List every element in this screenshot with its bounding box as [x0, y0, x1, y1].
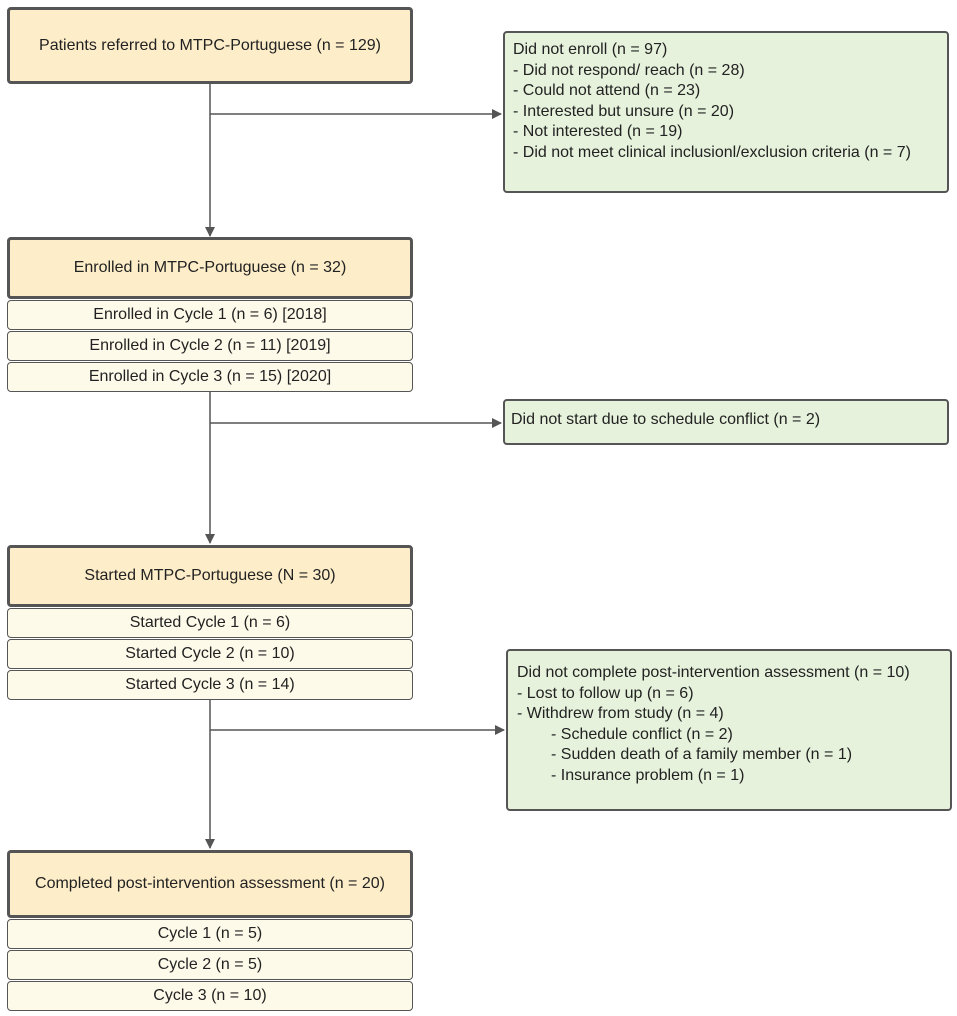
started-cycle-label: Started Cycle 3 (n = 14) [125, 676, 295, 693]
did-not-enroll-reason: - Did not respond/ reach (n = 28) [513, 61, 745, 79]
enrolled-cycle-box: Enrolled in Cycle 1 (n = 6) [2018] [7, 300, 413, 330]
enrolled-cycle-label: Enrolled in Cycle 1 (n = 6) [2018] [93, 306, 327, 323]
withdrew-reason: - Sudden death of a family member (n = 1… [551, 746, 853, 764]
enrolled-label: Enrolled in MTPC-Portuguese (n = 32) [73, 259, 347, 276]
started-cycle-box: Started Cycle 1 (n = 6) [7, 608, 413, 638]
started-cycle-label: Started Cycle 2 (n = 10) [125, 645, 295, 662]
completed-box: Completed post-intervention assessment (… [7, 850, 413, 918]
started-box: Started MTPC-Portuguese (N = 30) [7, 545, 413, 607]
withdrew-reason: - Schedule conflict (n = 2) [551, 725, 733, 743]
did-not-enroll-reason: - Interested but unsure (n = 20) [513, 102, 735, 120]
did-not-start-label: Did not start due to schedule conflict (… [511, 411, 821, 428]
started-cycle-box: Started Cycle 2 (n = 10) [7, 639, 413, 669]
completed-cycle-label: Cycle 1 (n = 5) [157, 925, 263, 942]
enrolled-cycle-box: Enrolled in Cycle 2 (n = 11) [2019] [7, 331, 413, 361]
referred-box: Patients referred to MTPC-Portuguese (n … [7, 7, 413, 84]
did-not-complete-reason: - Withdrew from study (n = 4) [517, 705, 724, 723]
did-not-enroll-reason: - Could not attend (n = 23) [513, 82, 701, 100]
completed-label: Completed post-intervention assessment (… [35, 875, 385, 892]
enrolled-box: Enrolled in MTPC-Portuguese (n = 32) [7, 237, 413, 299]
did-not-complete-reason: - Lost to follow up (n = 6) [517, 684, 694, 702]
completed-cycle-box: Cycle 1 (n = 5) [7, 919, 413, 949]
completed-cycle-box: Cycle 3 (n = 10) [7, 981, 413, 1011]
referred-label: Patients referred to MTPC-Portuguese (n … [39, 36, 381, 54]
did-not-enroll-reason: - Not interested (n = 19) [513, 123, 683, 141]
started-label: Started MTPC-Portuguese (N = 30) [84, 567, 336, 584]
completed-cycle-label: Cycle 3 (n = 10) [153, 987, 267, 1004]
did-not-complete-box: Did not complete post-intervention asses… [506, 649, 952, 811]
started-cycle-label: Started Cycle 1 (n = 6) [129, 614, 291, 631]
did-not-complete-title: Did not complete post-intervention asses… [517, 664, 910, 681]
completed-cycle-label: Cycle 2 (n = 5) [157, 956, 263, 973]
did-not-enroll-box: Did not enroll (n = 97) - Did not respon… [503, 31, 949, 193]
enrolled-cycle-label: Enrolled in Cycle 3 (n = 15) [2020] [88, 368, 332, 385]
withdrew-reason: - Insurance problem (n = 1) [551, 766, 745, 784]
completed-cycle-box: Cycle 2 (n = 5) [7, 950, 413, 980]
enrolled-cycle-box: Enrolled in Cycle 3 (n = 15) [2020] [7, 362, 413, 392]
enrolled-cycle-label: Enrolled in Cycle 2 (n = 11) [2019] [89, 337, 331, 354]
did-not-enroll-reason: - Did not meet clinical inclusionl/exclu… [513, 143, 911, 161]
did-not-enroll-title: Did not enroll (n = 97) [513, 41, 668, 58]
did-not-start-box: Did not start due to schedule conflict (… [503, 399, 949, 445]
started-cycle-box: Started Cycle 3 (n = 14) [7, 670, 413, 700]
